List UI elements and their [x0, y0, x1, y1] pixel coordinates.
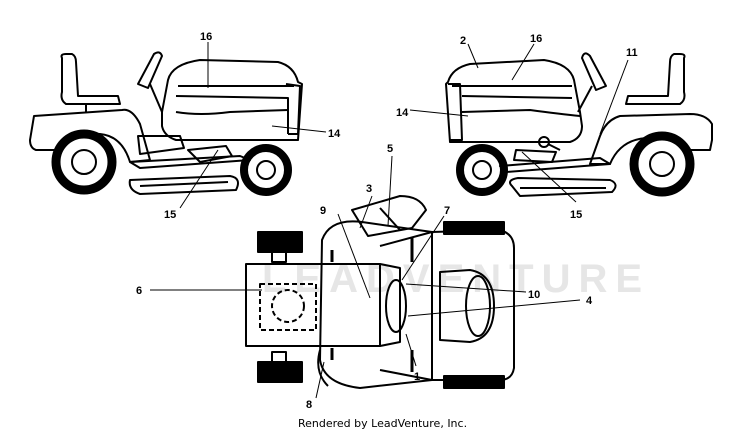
callout-10-top: 10 [528, 289, 540, 301]
top-body [319, 220, 515, 389]
top-seat [439, 269, 495, 343]
callout-14-left: 14 [328, 128, 341, 140]
callout-3-top: 3 [366, 183, 372, 195]
tractor-left-side-view [29, 51, 303, 196]
callout-4-top: 4 [586, 295, 593, 307]
credit-text: Rendered by LeadVenture, Inc. [298, 417, 467, 430]
top-hood [245, 263, 381, 347]
callout-16-right: 16 [530, 33, 542, 45]
callout-7-top: 7 [444, 205, 450, 217]
right-mower-deck [509, 177, 617, 197]
callout-6-top: 6 [136, 285, 142, 297]
tractor-right-side-view [445, 52, 713, 197]
callout-2-right: 2 [460, 35, 466, 47]
right-hood [445, 59, 583, 143]
top-steering-area [351, 195, 427, 237]
callout-15-right: 15 [570, 209, 582, 221]
right-seat [625, 53, 686, 105]
left-hood [161, 59, 303, 141]
top-decal-6-area [259, 283, 317, 331]
callout-5-top: 5 [387, 143, 393, 155]
top-front-wheel-lower [257, 361, 303, 383]
left-rear-wheel [51, 129, 117, 195]
callout-1-top: 1 [414, 371, 420, 383]
right-steering-wheel [581, 52, 607, 91]
callout-8-top: 8 [306, 399, 312, 411]
top-rear-wheel-lower [443, 375, 505, 389]
left-front-wheel [240, 144, 292, 196]
left-mower-deck [128, 175, 239, 195]
callout-15-left: 15 [164, 209, 176, 221]
right-front-wheel [456, 144, 508, 196]
top-front-wheel-upper [257, 231, 303, 253]
right-rear-wheel [629, 131, 695, 197]
top-dash-oval [385, 279, 407, 333]
callout-9-top: 9 [320, 205, 326, 217]
callout-11-right: 11 [626, 47, 638, 59]
callout-16-left: 16 [200, 31, 212, 43]
tractor-top-view [245, 195, 515, 389]
leader-lines [150, 42, 629, 399]
callout-14-right: 14 [396, 107, 409, 119]
left-steering-wheel [137, 51, 163, 89]
left-seat [60, 53, 121, 105]
